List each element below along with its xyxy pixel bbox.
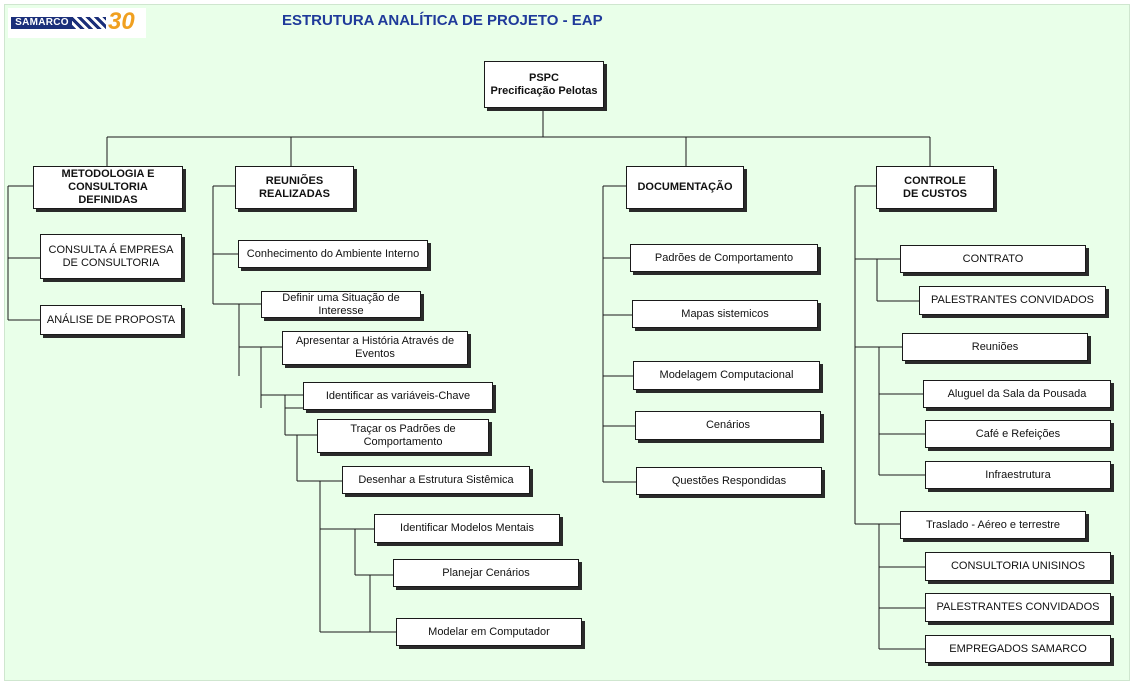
- page-title: ESTRUTURA ANALÍTICA DE PROJETO - EAP: [282, 12, 603, 29]
- node-cenarios: Cenários: [635, 411, 821, 440]
- logo-checker-pattern: [72, 17, 106, 29]
- node-infraestrutura: Infraestrutura: [925, 461, 1111, 489]
- node-traslado: Traslado - Aéreo e terrestre: [900, 511, 1086, 539]
- node-desenhar-estrutura: Desenhar a Estrutura Sistêmica: [342, 466, 530, 494]
- node-questoes-respondidas: Questões Respondidas: [636, 467, 822, 495]
- node-mapas-sistemicos: Mapas sistemicos: [632, 300, 818, 328]
- branch-metodologia: METODOLOGIA E CONSULTORIA DEFINIDAS: [33, 166, 183, 209]
- samarco-logo: SAMARCO 30: [8, 8, 146, 38]
- node-apresentar-historia: Apresentar a História Através de Eventos: [282, 331, 468, 365]
- node-identificar-variaveis: Identificar as variáveis-Chave: [303, 382, 493, 410]
- node-modelagem-computacional: Modelagem Computacional: [633, 361, 820, 390]
- node-padroes-comportamento: Padrões de Comportamento: [630, 244, 818, 272]
- node-modelar-computador: Modelar em Computador: [396, 618, 582, 646]
- node-palestrantes-convidados-1: PALESTRANTES CONVIDADOS: [919, 286, 1106, 315]
- node-palestrantes-convidados-2: PALESTRANTES CONVIDADOS: [925, 593, 1111, 622]
- logo-number: 30: [108, 8, 135, 35]
- node-aluguel-sala: Aluguel da Sala da Pousada: [923, 380, 1111, 408]
- node-contrato: CONTRATO: [900, 245, 1086, 273]
- node-analise-proposta: ANÁLISE DE PROPOSTA: [40, 305, 182, 335]
- branch-documentacao: DOCUMENTAÇÃO: [626, 166, 744, 209]
- node-tracar-padroes: Traçar os Padrões de Comportamento: [317, 419, 489, 453]
- node-planejar-cenarios: Planejar Cenários: [393, 559, 579, 587]
- branch-controle-custos: CONTROLE DE CUSTOS: [876, 166, 994, 209]
- node-cafe-refeicoes: Café e Refeições: [925, 420, 1111, 448]
- node-consultoria-unisinos: CONSULTORIA UNISINOS: [925, 552, 1111, 581]
- node-conhecimento-ambiente: Conhecimento do Ambiente Interno: [238, 240, 428, 268]
- node-identificar-modelos: Identificar Modelos Mentais: [374, 514, 560, 543]
- branch-reunioes: REUNIÕES REALIZADAS: [235, 166, 354, 209]
- node-empregados-samarco: EMPREGADOS SAMARCO: [925, 635, 1111, 663]
- node-definir-situacao: Definir uma Situação de Interesse: [261, 291, 421, 318]
- root-node: PSPC Precificação Pelotas: [484, 61, 604, 108]
- logo-brand: SAMARCO: [11, 17, 73, 29]
- node-reunioes: Reuniões: [902, 333, 1088, 361]
- node-consulta-empresa: CONSULTA Á EMPRESA DE CONSULTORIA: [40, 234, 182, 279]
